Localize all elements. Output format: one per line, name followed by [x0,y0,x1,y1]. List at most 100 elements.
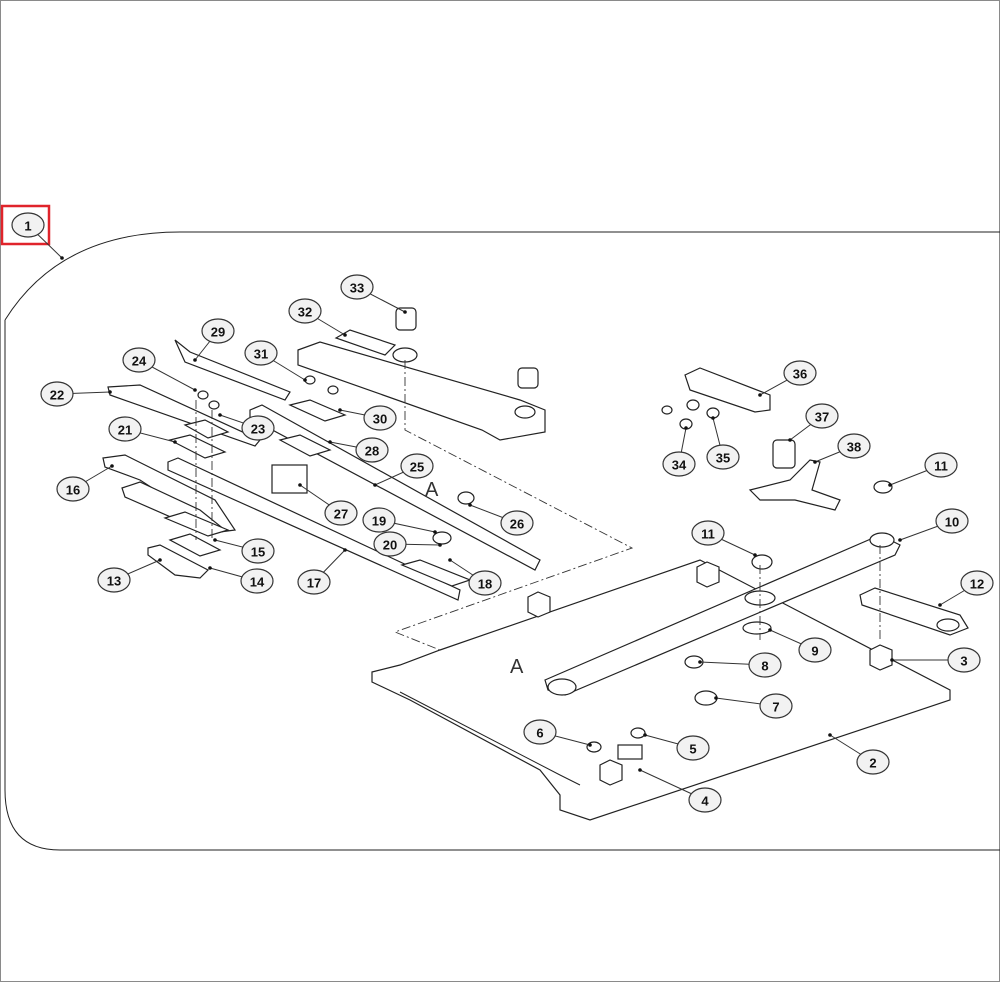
leader-dot [643,733,647,737]
callout-22[interactable]: 22 [40,381,74,407]
callout-38[interactable]: 38 [837,433,871,459]
callout-26[interactable]: 26 [500,510,534,536]
leader-dot [108,390,112,394]
callout-label: 26 [510,517,524,532]
callout-11[interactable]: 11 [691,520,725,546]
callout-30[interactable]: 30 [363,405,397,431]
callout-bubble [500,510,534,536]
callout-15[interactable]: 15 [241,538,275,564]
part-bracket[interactable] [684,367,771,413]
leader-dot [328,440,332,444]
callout-label: 22 [50,388,64,403]
callout-bubble [947,647,981,673]
callout-3[interactable]: 3 [947,647,981,673]
leader-dot [890,658,894,662]
callout-label: 14 [250,575,265,590]
callout-7[interactable]: 7 [759,693,793,719]
callout-bubble [523,719,557,745]
callout-37[interactable]: 37 [805,403,839,429]
callout-6[interactable]: 6 [523,719,557,745]
callout-29[interactable]: 29 [201,318,235,344]
leader-dot [588,743,592,747]
callout-34[interactable]: 34 [662,451,696,477]
callout-bubble [297,569,331,595]
callout-bubble [783,360,817,386]
callout-bubble [201,318,235,344]
callout-label: 10 [945,515,959,530]
part-arm[interactable] [748,459,841,511]
callout-bubble [468,570,502,596]
callout-31[interactable]: 31 [244,340,278,366]
callout-28[interactable]: 28 [355,437,389,463]
leader-dot [213,538,217,542]
callout-24[interactable]: 24 [122,347,156,373]
callout-label: 7 [772,700,779,715]
callout-27[interactable]: 27 [324,500,358,526]
callout-label: 30 [373,412,387,427]
leader-dot [193,388,197,392]
part-blade[interactable] [147,544,210,579]
callout-11[interactable]: 11 [924,452,958,478]
leader-dot [173,440,177,444]
callout-label: 2 [869,756,876,771]
callout-19[interactable]: 19 [362,507,396,533]
callout-label: 8 [761,659,768,674]
callout-bubble [355,437,389,463]
callout-20[interactable]: 20 [373,531,407,557]
selected-callout-highlight[interactable] [0,204,51,246]
leader-dot [208,566,212,570]
leader-dot [768,628,772,632]
callout-label: 18 [478,577,492,592]
callout-14[interactable]: 14 [240,568,274,594]
callout-16[interactable]: 16 [56,476,90,502]
callout-5[interactable]: 5 [676,735,710,761]
callout-label: 5 [689,742,696,757]
callout-label: 17 [307,576,321,591]
callout-label: 20 [383,538,397,553]
callout-35[interactable]: 35 [706,444,740,470]
callout-4[interactable]: 4 [688,787,722,813]
part-top-bar[interactable] [297,341,546,441]
callout-bubble [688,787,722,813]
callout-2[interactable]: 2 [856,749,890,775]
callout-33[interactable]: 33 [340,274,374,300]
callout-12[interactable]: 12 [960,570,994,596]
callout-10[interactable]: 10 [935,508,969,534]
callout-9[interactable]: 9 [798,637,832,663]
leader-dot [698,660,702,664]
callout-17[interactable]: 17 [297,569,331,595]
callout-bubble [122,347,156,373]
leader-dot [438,543,442,547]
callout-label: 13 [107,574,121,589]
callout-1[interactable]: 1 [11,212,45,238]
section-letter-a: A [425,479,439,501]
leader-dot [788,438,792,442]
callout-bubble [662,451,696,477]
leader-dot [343,548,347,552]
callout-21[interactable]: 21 [108,416,142,442]
part-long-bar[interactable] [167,457,461,601]
part-collar[interactable] [772,439,796,469]
callout-label: 34 [672,458,687,473]
callout-32[interactable]: 32 [288,298,322,324]
callout-bubble [56,476,90,502]
leader-dot [403,310,407,314]
callout-bubble [798,637,832,663]
callout-bubble [362,507,396,533]
callout-18[interactable]: 18 [468,570,502,596]
callout-23[interactable]: 23 [241,415,275,441]
callout-label: 23 [251,422,265,437]
callout-25[interactable]: 25 [400,453,434,479]
callout-bubble [676,735,710,761]
callout-label: 1 [24,219,31,234]
leader-dot [888,483,892,487]
leader-dot [753,553,757,557]
callout-8[interactable]: 8 [748,652,782,678]
leader-dot [898,538,902,542]
callout-label: 27 [334,507,348,522]
callout-label: 9 [811,644,818,659]
callout-36[interactable]: 36 [783,360,817,386]
section-letter-a: A [510,656,524,678]
callout-13[interactable]: 13 [97,567,131,593]
leader-dot [711,416,715,420]
